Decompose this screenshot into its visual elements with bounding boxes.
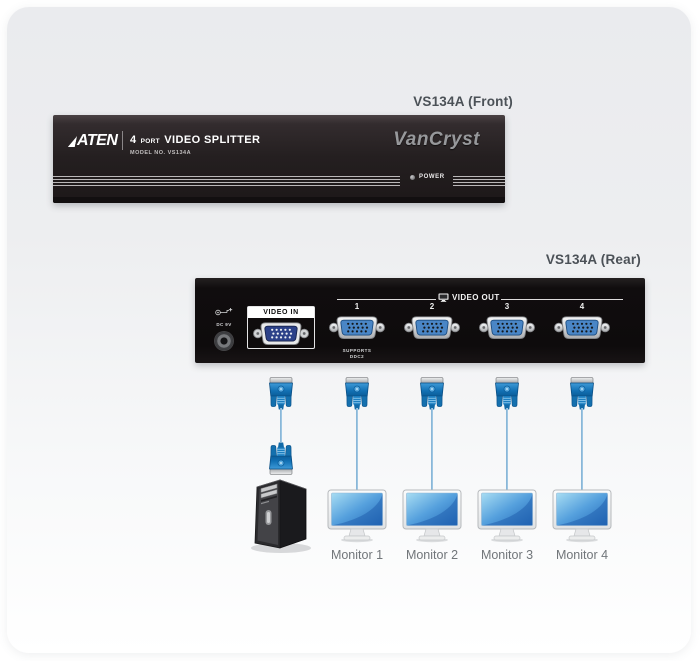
model-number-line: MODEL NO. VS134A [130,150,192,156]
video-out-vga-port-icon [479,314,535,346]
power-indicator: POWER [410,174,445,180]
port-number-4: 4 [579,302,585,311]
video-out-vga-port-icon [554,314,610,346]
monitor-4-icon [552,489,612,543]
vga-plug-computer-icon [266,442,296,475]
product-title: 4 PORT VIDEO SPLITTER MODEL NO. VS134A [130,130,260,156]
title-port-count: 4 [130,134,137,146]
monitor-2-cable [431,408,433,493]
supports-line-2: DDC2 [349,353,365,359]
vga-plug-port4-icon [567,377,597,410]
video-out-port-group-1: 1 [329,302,385,346]
vga-plug-video-in-icon [266,377,296,410]
power-label: POWER [419,174,445,180]
vancryst-logo: VanCryst [393,129,480,150]
video-in-vga-port-icon [253,320,309,347]
port-number-2: 2 [429,302,435,311]
front-vent-stripes-right [453,176,505,186]
video-out-port-group-4: 4 [554,302,610,346]
video-out-header: VIDEO OUT [438,293,500,302]
monitor-3-icon [477,489,537,543]
video-out-port-group-3: 3 [479,302,535,346]
monitor-3-label: Monitor 3 [480,548,534,562]
video-out-vga-port-icon [329,314,385,346]
front-view-caption: VS134A (Front) [413,94,513,109]
port-number-3: 3 [504,302,510,311]
port-number-1: 1 [354,302,360,311]
monitor-4-label: Monitor 4 [555,548,609,562]
dc-power-group: DC 9V [209,303,239,350]
front-vent-stripes-left [53,176,400,186]
vga-plug-port2-icon [417,377,447,410]
monitor-4-cable [581,408,583,493]
video-out-port-group-2: 2 [404,302,460,346]
rear-view-caption: VS134A (Rear) [545,252,641,267]
aten-logo: ATEN [68,132,118,150]
video-out-vga-port-icon [404,314,460,346]
vga-plug-port3-icon [492,377,522,410]
aten-logo-wedge-icon [68,136,77,147]
rear-panel: DC 9V VIDEO IN VIDEO OUT 1 [195,278,645,363]
logo-divider [122,131,123,150]
video-out-label: VIDEO OUT [452,293,500,302]
dc-polarity-icon [215,308,233,316]
video-out-rule-right [501,299,623,300]
video-in-cable [280,408,282,442]
title-port-word: PORT [140,138,160,145]
dc-voltage-label: DC 9V [216,322,232,327]
supports-line-1: SUPPORTS [342,348,372,353]
supports-ddc-note: SUPPORTS DDC2 [327,348,387,359]
product-title-line: 4 PORT VIDEO SPLITTER [130,130,260,148]
monitor-2-icon [402,489,462,543]
video-in-label: VIDEO IN [248,307,314,318]
monitor-glyph-icon [438,293,449,302]
monitor-1-cable [356,408,358,493]
monitor-1-icon [327,489,387,543]
title-product-name: VIDEO SPLITTER [164,134,261,146]
vga-plug-port1-icon [342,377,372,410]
front-panel: ATEN 4 PORT VIDEO SPLITTER MODEL NO. VS1… [53,115,505,203]
video-out-rule-left [337,299,436,300]
monitor-1-label: Monitor 1 [330,548,384,562]
aten-brand-text: ATEN [77,132,118,149]
computer-tower-icon [249,477,315,555]
video-in-port-group: VIDEO IN [247,306,315,349]
dc-power-jack [215,332,233,350]
monitor-3-cable [506,408,508,493]
power-led-icon [410,174,415,180]
monitor-2-label: Monitor 2 [405,548,459,562]
